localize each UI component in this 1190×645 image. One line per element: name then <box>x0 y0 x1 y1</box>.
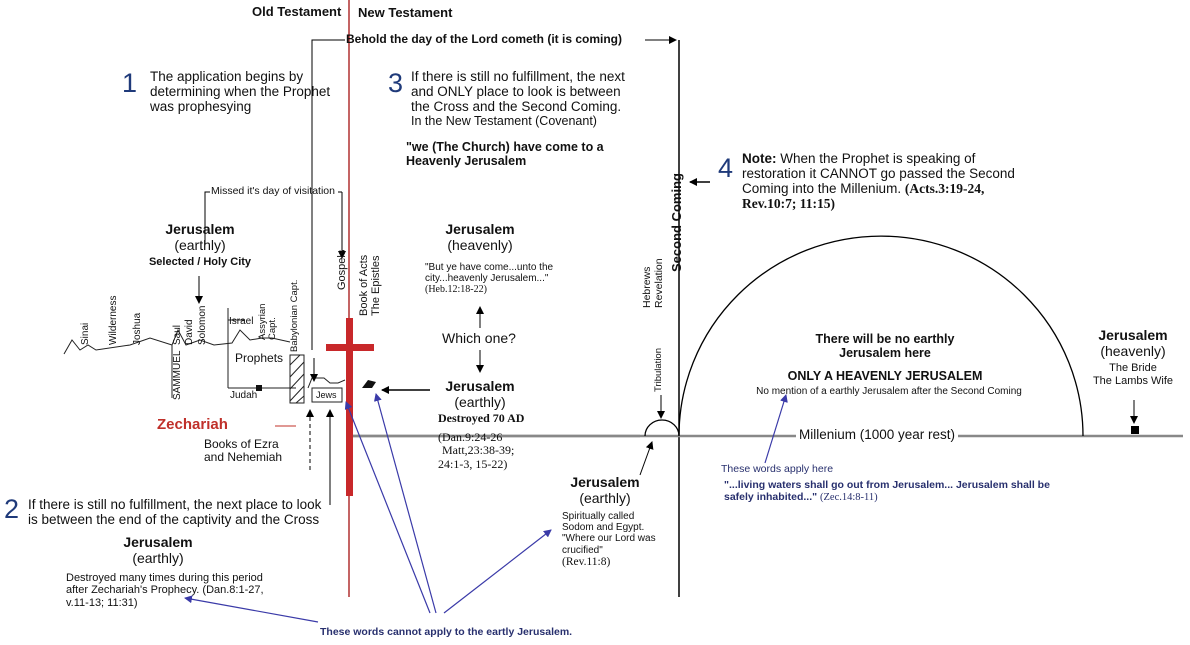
which-one-label: Which one? <box>442 330 516 346</box>
apply-here-quote: "...living waters shall go out from Jeru… <box>724 479 1050 503</box>
destroyed-refs: (Dan.9:24-26 Matt,23:38-39; 24:1-3, 15-2… <box>438 430 515 471</box>
history-line <box>63 328 291 355</box>
step-4-number: 4 <box>718 153 734 183</box>
no-mention-label: No mention of a earthly Jerusalem after … <box>756 386 1022 397</box>
label-prophets: Prophets <box>235 351 284 365</box>
old-testament-label: Old Testament <box>252 4 342 19</box>
label-babylonian: Babylonian Capt. <box>289 279 300 352</box>
label-millenium: Millenium (1000 year rest) <box>796 427 959 443</box>
label-sinai: Sinai <box>80 322 91 345</box>
label-jews: Jews <box>316 390 337 400</box>
spiritual-description: Spiritually called Sodom and Egypt. "Whe… <box>562 511 656 568</box>
step-1-number: 1 <box>122 68 138 98</box>
between-description: Destroyed many times during this period … <box>66 572 264 609</box>
step-4-text: Note: When the Prophet is speaking of re… <box>742 151 1015 212</box>
heavenly-top-quote: "But ye have come...unto the city...heav… <box>425 262 554 296</box>
missed-visitation-label: Missed it's day of visitation <box>211 185 335 197</box>
step-3-text: If there is still no fulfillment, the ne… <box>411 69 625 129</box>
label-judah: Judah <box>230 390 258 401</box>
destroyed-70ad: Destroyed 70 AD <box>438 411 525 425</box>
jerusalem-between: Jerusalem (earthly) <box>123 534 193 566</box>
new-testament-label: New Testament <box>358 5 453 20</box>
label-israel: Israel <box>229 316 254 327</box>
jerusalem-bride: Jerusalem (heavenly) The Bride The Lambs… <box>1092 327 1174 387</box>
label-saul: Saul <box>172 324 183 345</box>
jerusalem-spiritual: Jerusalem (earthly) <box>570 474 640 506</box>
jerusalem-selected: Jerusalem (earthly) Selected / Holy City <box>148 221 252 269</box>
label-tribulation: Tribulation <box>653 347 664 392</box>
label-solomon: Solomon <box>197 305 208 345</box>
cross-beam <box>326 344 374 351</box>
tribulation-arc <box>644 419 680 437</box>
step-2-number: 2 <box>4 494 20 524</box>
label-zechariah: Zechariah <box>157 416 228 433</box>
jerusalem-destroyed: Jerusalem (earthly) <box>445 378 515 410</box>
label-samuel: SAMMUEL <box>172 350 183 400</box>
label-second-coming: Second Coming <box>669 173 684 272</box>
cannot-apply-label: These words cannot apply to the eartly J… <box>320 626 573 638</box>
label-david: David <box>184 319 195 345</box>
behold-label: Behold the day of the Lord cometh (it is… <box>346 32 623 46</box>
label-wilderness: Wilderness <box>108 295 119 345</box>
step-2-text: If there is still no fulfillment, the ne… <box>28 497 322 528</box>
only-heavenly-label: ONLY A HEAVENLY JERUSALEM <box>787 369 983 383</box>
millenium-arc <box>678 235 1084 437</box>
label-joshua: Joshua <box>132 312 143 345</box>
jerusalem-heavenly-top: Jerusalem (heavenly) <box>445 221 515 253</box>
label-gospels: Gospels <box>336 249 348 290</box>
step-3-number: 3 <box>388 68 404 98</box>
apply-here-label: These words apply here <box>721 463 834 475</box>
